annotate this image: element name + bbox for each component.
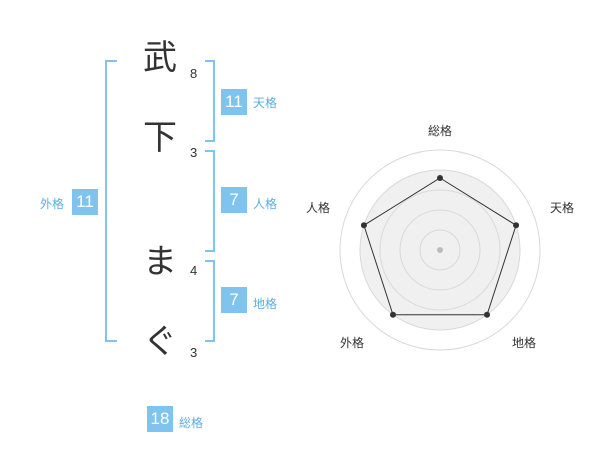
- radar-ring-1: [339, 149, 541, 351]
- radar-ring-5: [419, 229, 461, 271]
- soukaku-label: 総格: [179, 416, 204, 430]
- radar-ring-2: [359, 169, 521, 331]
- radar-chart: [339, 149, 541, 351]
- jinkaku-value: 7: [221, 187, 247, 213]
- soukaku-value: 18: [147, 406, 173, 432]
- stroke-count-4: 3: [190, 345, 198, 360]
- chikaku-value: 7: [221, 287, 247, 313]
- chikaku-bracket: [205, 260, 215, 342]
- radar-axis-label-tenkaku: 天格: [549, 201, 574, 215]
- stroke-count-2: 3: [190, 145, 198, 160]
- chikaku-label: 地格: [253, 297, 278, 311]
- jinkaku-bracket: [205, 150, 215, 252]
- radar-axis-label-jinkaku: 人格: [305, 201, 330, 215]
- radar-ring-3: [379, 189, 501, 311]
- radar-point-1: [437, 175, 443, 181]
- name-char-1: 武: [143, 38, 177, 78]
- gaikaku-label: 外格: [40, 197, 65, 211]
- radar-point-2: [513, 222, 520, 229]
- name-char-3: ま: [143, 242, 177, 282]
- tenkaku-bracket: [205, 60, 215, 142]
- stroke-count-3: 4: [190, 263, 198, 278]
- gaikaku-bracket: [105, 60, 117, 342]
- stroke-count-1: 8: [190, 66, 198, 81]
- radar-axis-label-gaikaku: 外格: [339, 336, 364, 350]
- radar-center-dot: [437, 247, 443, 253]
- jinkaku-label: 人格: [253, 197, 278, 211]
- radar-axis-label-chikaku: 地格: [511, 336, 536, 350]
- radar-ring-4: [399, 209, 481, 291]
- gaikaku-value: 11: [72, 189, 98, 215]
- radar-axis-label-soukaku: 総格: [427, 124, 452, 138]
- tenkaku-label: 天格: [253, 96, 278, 110]
- name-char-4: ぐ: [143, 322, 177, 362]
- radar-point-5: [360, 222, 367, 229]
- radar-point-4: [389, 311, 396, 318]
- radar-point-3: [484, 311, 491, 318]
- tenkaku-value: 11: [221, 89, 247, 115]
- name-char-2: 下: [143, 118, 177, 158]
- radar-polygon: [363, 177, 517, 316]
